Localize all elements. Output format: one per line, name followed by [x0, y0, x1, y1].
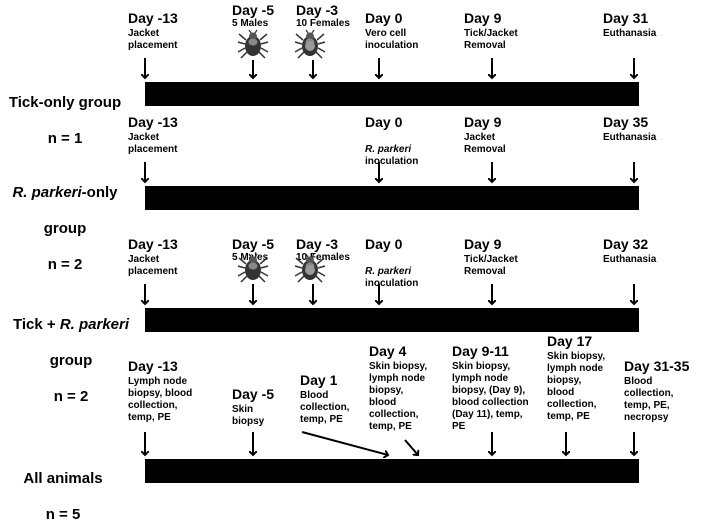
event-day: Day 35 — [603, 114, 649, 130]
tick-icon — [294, 29, 326, 59]
timeline-bar-all-animals — [145, 459, 639, 483]
event-desc: Skin biopsy, lymph node biopsy, (Day 9),… — [452, 361, 529, 432]
event-day: Day 17 — [547, 333, 593, 349]
tick-icon — [237, 29, 269, 59]
event-desc: 5 Males — [232, 18, 269, 29]
event-desc: Euthanasia — [603, 132, 657, 143]
event-day: Day 0 — [365, 114, 403, 130]
arrow — [404, 439, 418, 455]
event-day: Day 1 — [300, 372, 338, 388]
tick-icon — [237, 253, 269, 283]
group-label-rparkeri-only: R. parkeri-only group n = 2 — [12, 184, 118, 273]
group-label-tick-rparkeri: Tick + R. parkeri group n = 2 — [12, 316, 130, 405]
tick-icon — [294, 253, 326, 283]
event-desc: Tick/Jacket Removal — [464, 28, 518, 51]
event-desc: Jacket placement — [128, 132, 178, 155]
event-desc: Vero cell inoculation — [365, 28, 419, 51]
event-day: Day 9 — [464, 10, 502, 26]
event-desc: Skin biopsy, lymph node biopsy, blood co… — [547, 351, 606, 422]
event-day: Day 9-11 — [452, 343, 509, 359]
event-desc: Blood collection, temp, PE — [300, 390, 350, 425]
timeline-bar-rparkeri-only — [145, 186, 639, 210]
event-day: Day 32 — [603, 236, 649, 252]
event-desc: Jacket placement — [128, 28, 178, 51]
event-desc: 10 Females — [296, 18, 350, 29]
event-day: Day -13 — [128, 10, 178, 26]
event-day: Day -13 — [128, 236, 178, 252]
event-desc: Euthanasia — [603, 28, 657, 39]
event-day: Day 31 — [603, 10, 649, 26]
event-day: Day -13 — [128, 358, 178, 374]
event-desc: Skin biopsy — [232, 404, 265, 427]
event-day: Day -13 — [128, 114, 178, 130]
event-day: Day 31-35 — [624, 358, 690, 374]
event-day: Day -5 — [232, 2, 275, 18]
event-desc: 10 Females — [296, 252, 350, 263]
event-desc: Blood collection, temp, PE, necropsy — [624, 376, 674, 423]
event-day: Day -5 — [232, 386, 275, 402]
event-day: Day 4 — [369, 343, 407, 359]
timeline-bar-tick-only — [145, 82, 639, 106]
event-day: Day 0 — [365, 236, 403, 252]
arrow — [301, 431, 388, 455]
event-day: Day -3 — [296, 2, 339, 18]
event-desc: Euthanasia — [603, 254, 657, 265]
event-desc: Skin biopsy, lymph node biopsy, blood co… — [369, 361, 428, 432]
event-day: Day -5 — [232, 236, 275, 252]
event-desc: Tick/Jacket Removal — [464, 254, 518, 277]
event-desc: Jacket Removal — [464, 132, 506, 155]
arrows-layer — [0, 29, 702, 487]
timeline-bar-tick-rparkeri — [145, 308, 639, 332]
event-day: Day 0 — [365, 10, 403, 26]
group-label-tick-only: Tick-only group n = 1 — [8, 94, 122, 147]
event-desc: Lymph node biopsy, blood collection, tem… — [128, 376, 193, 423]
event-day: Day 9 — [464, 114, 502, 130]
event-day: Day -3 — [296, 236, 339, 252]
event-day: Day 9 — [464, 236, 502, 252]
event-desc: Jacket placement — [128, 254, 178, 277]
